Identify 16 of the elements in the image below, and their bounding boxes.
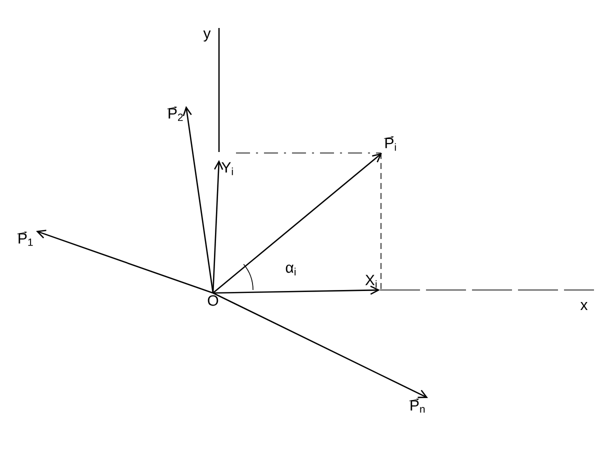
axis-label: x	[580, 302, 588, 310]
vector-label: O	[208, 295, 218, 306]
arrow	[212, 160, 224, 294]
vector-label: P$_{2}$	[168, 108, 183, 121]
axis-label: α$_{i}$	[286, 264, 296, 276]
arrow	[212, 153, 382, 294]
vector-label: X$_{i}$	[365, 274, 377, 288]
arrow	[213, 286, 380, 295]
arrow	[212, 292, 428, 398]
vector-label: P$_{1}$	[18, 233, 33, 246]
arrow	[182, 106, 214, 294]
vector-label: Y$_{i}$	[222, 162, 233, 176]
axis-label: y	[203, 30, 211, 42]
vector-label: P$_{i}$	[385, 138, 396, 151]
vector-label: P$_{n}$	[410, 400, 425, 413]
arrow	[36, 230, 214, 294]
